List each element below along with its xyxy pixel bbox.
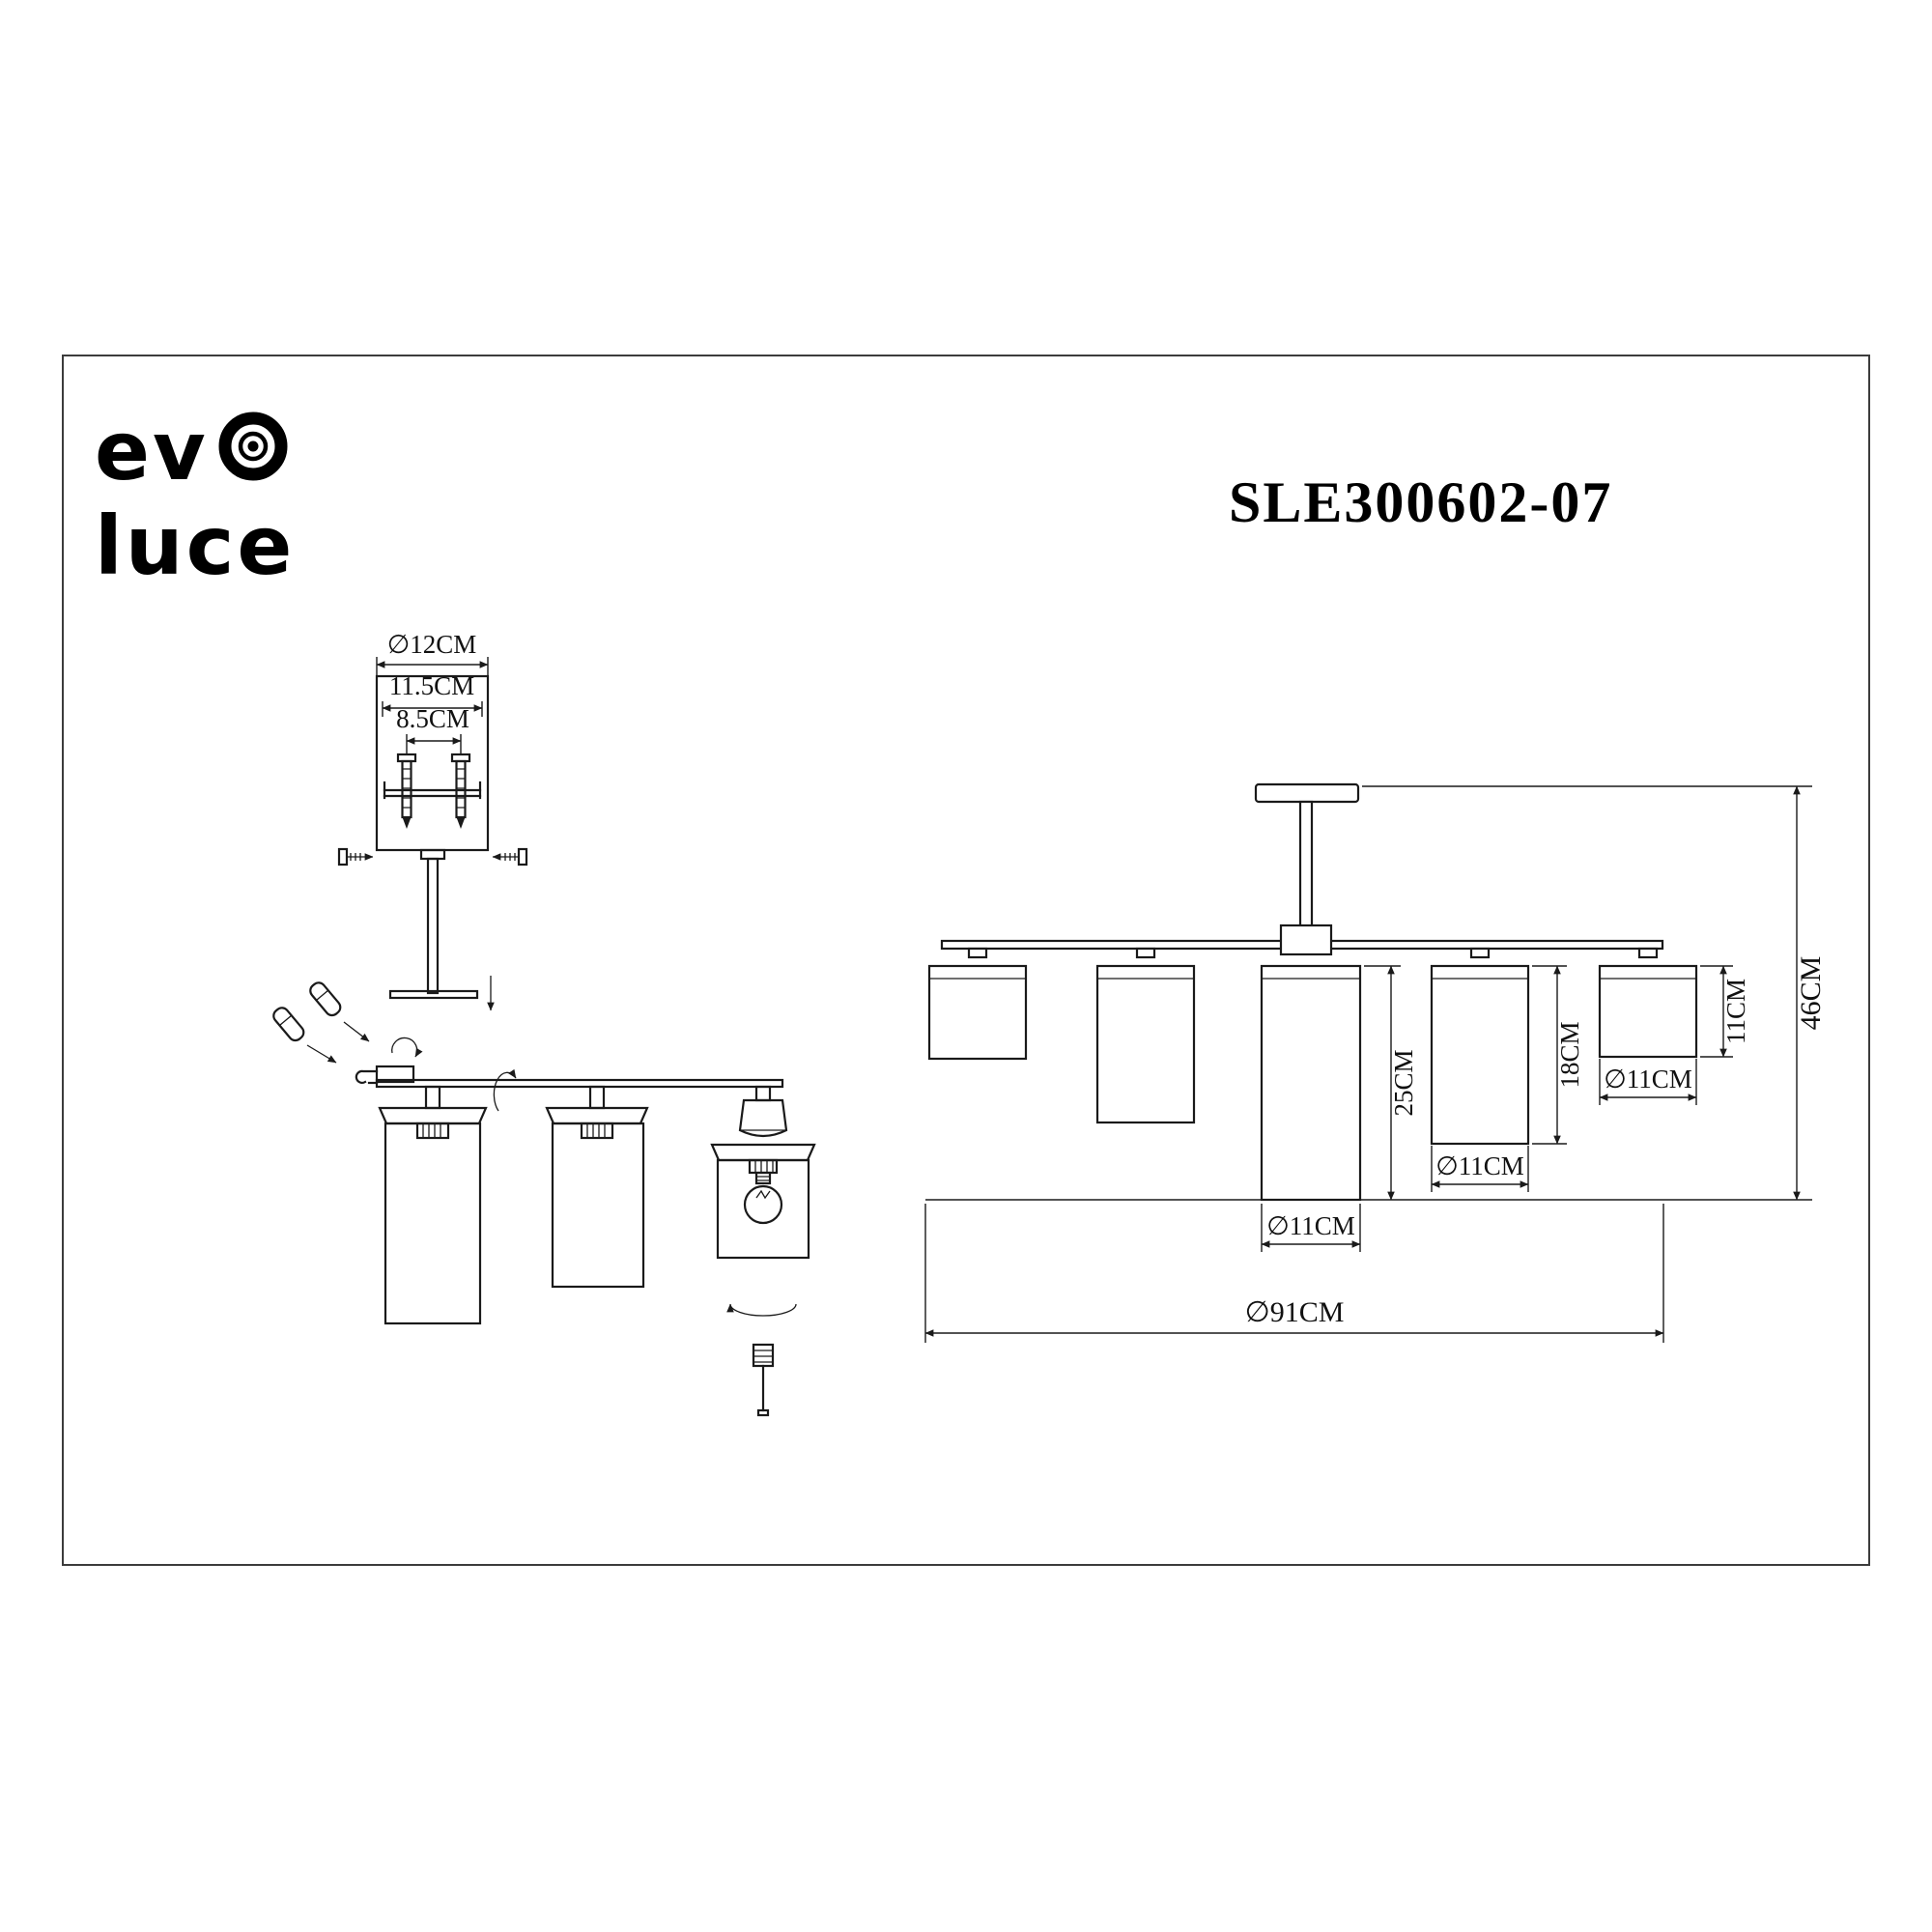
socket-stem-part [752, 1343, 775, 1417]
assembly-shade-medium [545, 1085, 649, 1289]
stem-collar [419, 848, 446, 861]
wire-connector-2 [309, 981, 342, 1017]
assembly-shade-short [710, 1143, 816, 1260]
assembly-arm [375, 1078, 784, 1089]
connector-arrow-1 [306, 1044, 337, 1064]
dim-hole-spacing-label: 8.5CM [396, 704, 469, 733]
shade-3-center [1260, 964, 1362, 1202]
dim-end-shade-diameter: ∅11CM [1599, 1059, 1697, 1105]
shade-2 [1095, 964, 1196, 1124]
dim-total-width: ∅91CM [924, 1204, 1664, 1343]
dim-mid-shade-height: 18CM [1532, 965, 1584, 1145]
shade-4 [1430, 964, 1530, 1146]
shade-connectors [967, 947, 1659, 959]
fixture-dimension-view: 25CM 18CM 11CM 46CM ∅11CM [924, 782, 1827, 1343]
stem-rod [426, 857, 440, 995]
mounting-screw-right [450, 753, 471, 829]
dim-center-shade-height-label: 25CM [1389, 1049, 1418, 1116]
shade-5 [1598, 964, 1698, 1059]
center-hub [1279, 923, 1333, 956]
dim-end-shade-height-label: 11CM [1721, 979, 1750, 1044]
cross-bar [388, 989, 479, 1000]
dim-center-shade-diameter: ∅11CM [1261, 1204, 1361, 1252]
dim-center-shade-diameter-label: ∅11CM [1266, 1211, 1355, 1240]
dim-mid-shade-height-label: 18CM [1555, 1021, 1584, 1088]
model-number: SLE300602-07 [1229, 470, 1612, 534]
ceiling-canopy [1254, 782, 1360, 804]
dim-plate-width-label: 11.5CM [389, 671, 474, 700]
set-screw-left [337, 847, 374, 867]
ceiling-hook-hub [355, 1037, 423, 1085]
dim-total-height: 46CM [925, 785, 1827, 1201]
mounting-screw-left [396, 753, 417, 829]
dim-total-height-label: 46CM [1795, 956, 1827, 1031]
assembly-instructions-view [272, 981, 816, 1417]
wire-connector-1 [272, 1007, 305, 1042]
mounting-bracket-view: ∅12CM 11.5CM 8.5CM [337, 630, 528, 1011]
dim-total-width-label: ∅91CM [1245, 1296, 1345, 1328]
dim-plate-width: 11.5CM [382, 671, 483, 717]
dim-canopy-diameter: ∅12CM [376, 630, 489, 676]
brand-logo: ev luce [95, 404, 295, 593]
brand-word-top: ev [95, 404, 209, 498]
light-bulb [743, 1171, 783, 1225]
bullseye-icon [218, 412, 288, 481]
set-screw-right [492, 847, 528, 867]
lamp-holder-bell [738, 1085, 788, 1138]
dim-end-shade-height: 11CM [1700, 965, 1750, 1058]
center-stem [1298, 800, 1314, 931]
rotate-lock-arrow [493, 1068, 517, 1112]
brand-word-bottom: luce [95, 498, 295, 593]
dim-hole-spacing: 8.5CM [396, 704, 469, 754]
dim-center-shade-height: 25CM [1364, 965, 1418, 1201]
dim-end-shade-diameter-label: ∅11CM [1604, 1065, 1692, 1094]
drawing-border [62, 355, 1870, 1566]
dim-canopy-diameter-label: ∅12CM [387, 630, 477, 659]
assembly-shade-tall [378, 1085, 488, 1325]
canopy-cup [375, 674, 490, 852]
bulb-rotate-arrow [726, 1303, 797, 1317]
connector-arrow-2 [343, 1021, 370, 1042]
mounting-strap [383, 781, 482, 800]
dim-mid-shade-diameter-label: ∅11CM [1435, 1151, 1524, 1180]
dim-mid-shade-diameter: ∅11CM [1431, 1146, 1529, 1192]
shade-1 [927, 964, 1028, 1061]
